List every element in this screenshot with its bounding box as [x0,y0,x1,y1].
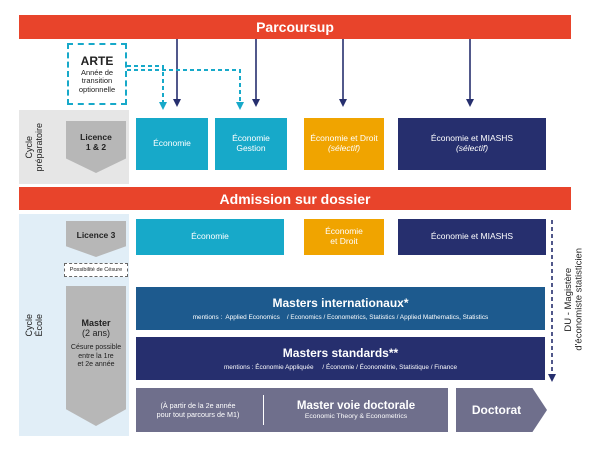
masters-internationaux-title: Masters internationaux* [272,296,409,310]
du-magistere-label: DU - Magistère d'économiste statisticien [556,216,592,382]
voie-doctorale-left1: (À partir de la 2e année [160,401,236,410]
doctorat-label: Doctorat [471,403,522,417]
voie-doctorale-divider [263,395,264,425]
master-cesure-3: et 2e année [77,361,115,369]
master-title: Master [81,318,111,329]
du-magistere-line1: DU - Magistère [562,267,574,331]
masters-standards-mentions: mentions : Économie Appliquée / Économie… [223,364,458,371]
parcoursup-bar: Parcoursup [19,15,571,39]
box-l3-eco-droit-line2: et Droit [330,236,358,246]
doctorat-arrow: Doctorat [456,388,547,432]
box-eco-miashs-sub: (sélectif) [455,143,489,153]
licence3-label: Licence 3 [76,230,116,240]
voie-doctorale-title: Master voie doctorale [296,400,416,412]
box-eco-miashs: Économie et MIASHS (sélectif) [398,118,546,170]
admission-label: Admission sur dossier [219,190,371,207]
licence12-line2: 1 & 2 [85,142,107,152]
du-magistere-line2: d'économiste statisticien [573,247,584,351]
cycle-ecole-label: Cycle École [19,214,51,436]
box-eco-droit-sub: (sélectif) [327,143,361,153]
box-l3-eco-miashs-label: Économie et MIASHS [430,231,514,242]
box-eco-gestion: Économie Gestion [215,118,287,170]
voie-doctorale-sub: Economic Theory & Econometrics [304,413,408,420]
box-l3-eco-miashs: Économie et MIASHS [398,219,546,255]
arte-line3: optionnelle [78,84,116,94]
cycle-preparatoire-label: Cycle préparatoire [19,110,51,184]
box-l3-eco-droit: Économie et Droit [304,219,384,255]
arte-arrow-gestion [127,69,244,110]
masters-internationaux-box: Masters internationaux* mentions : Appli… [136,287,545,330]
arte-line2: transition [81,76,113,86]
master-cesure-2: entre la 1re [78,352,114,360]
masters-standards-title: Masters standards** [282,346,399,360]
voie-doctorale-note: (À partir de la 2e année pour tout parco… [136,388,260,432]
master-chevron: Master (2 ans) Césure possible entre la … [66,286,126,426]
box-eco-droit-label: Économie et Droit [310,133,378,144]
masters-standards-box: Masters standards** mentions : Économie … [136,337,545,380]
box-economie-label: Économie [153,138,191,149]
masters-internationaux-mentions: mentions : Applied Economics / Economics… [192,314,489,321]
master-duration: (2 ans) [81,328,110,339]
box-l3-economie-label: Économie [191,231,229,242]
cycle-prep-line2: préparatoire [34,122,44,172]
parcoursup-label: Parcoursup [256,19,334,35]
master-cesure-1: Césure possible [70,344,122,352]
box-eco-miashs-label: Économie et MIASHS [430,133,514,144]
box-eco-gestion-line1: Économie [232,133,270,144]
arte-title: ARTE [80,53,114,68]
arte-box: ARTE Année de transition optionnelle [67,43,127,105]
voie-doctorale-box: (À partir de la 2e année pour tout parco… [136,388,448,432]
arte-arrow-economie [127,65,167,110]
admission-bar: Admission sur dossier [19,187,571,210]
box-economie: Économie [136,118,208,170]
voie-doctorale-left2: pour tout parcours de M1) [156,410,240,419]
box-l3-eco-droit-line1: Économie [325,226,363,237]
box-eco-droit: Économie et Droit (sélectif) [304,118,384,170]
cycle-ecole-line2: École [34,313,44,337]
voie-doctorale-main: Master voie doctorale Economic Theory & … [266,388,446,432]
licence12-line1: Licence [80,132,112,142]
arte-line1: Année de [80,67,114,77]
cesure-note-label: Possibilité de Césure [69,267,123,273]
box-eco-gestion-line2: Gestion [236,143,266,153]
box-l3-economie: Économie [136,219,284,255]
cesure-note: Possibilité de Césure [64,263,128,277]
